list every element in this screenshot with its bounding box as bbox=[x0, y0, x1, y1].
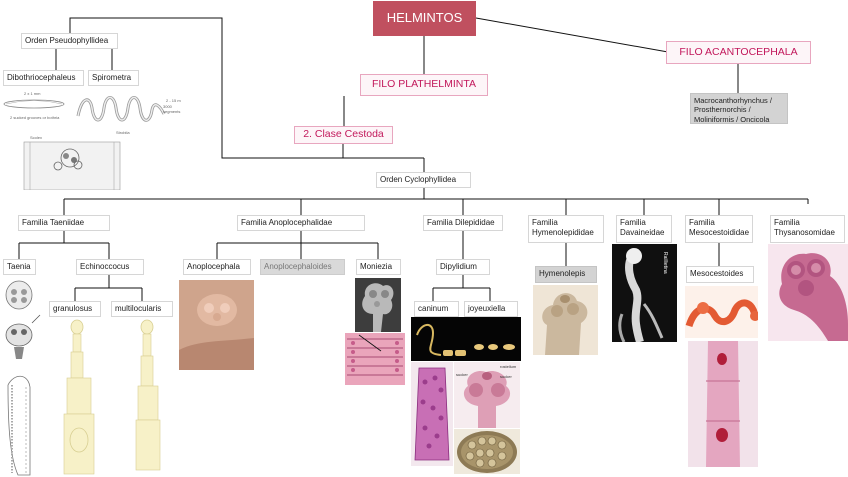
hymenolepis-photo bbox=[533, 285, 598, 355]
genus-dibothriocephaleus: Dibothriocephaleus bbox=[3, 70, 84, 86]
echinococcus-granulosus-image bbox=[58, 318, 108, 476]
echinococcus-multilocularis-image bbox=[130, 318, 172, 473]
familia-dilepididae: Familia Dilepididae bbox=[423, 215, 503, 231]
helmintos-title: HELMINTOS bbox=[373, 1, 476, 36]
fig-text-scolex: Scolex bbox=[30, 135, 43, 140]
fig-text-bothria: 2 sucked grooves or bothria bbox=[10, 115, 60, 120]
fig-text-strobila: Strobila bbox=[116, 130, 130, 135]
familia-mesocestoididae: Familia Mesocestoididae bbox=[685, 215, 753, 243]
genus-moniezia: Moniezia bbox=[356, 259, 401, 275]
anoplocephala-photo bbox=[179, 280, 254, 370]
genus-mesocestoides: Mesocestoides bbox=[686, 266, 754, 283]
familia-hymenolepididae: Familia Hymenolepididae bbox=[528, 215, 604, 243]
moniezia-scolex-photo bbox=[355, 278, 401, 332]
species-joyeuxiella: joyeuxiella bbox=[464, 301, 518, 317]
fig-text-size: 2 x 1 mm bbox=[24, 91, 41, 96]
fig-text-segments: 3000 segments bbox=[163, 104, 181, 114]
species-multilocularis: multilocularis bbox=[111, 301, 173, 317]
species-caninum: caninum bbox=[414, 301, 459, 317]
davainea-photo: Raillietina bbox=[612, 244, 677, 342]
familia-anoplocephalidae: Familia Anoplocephalidae bbox=[237, 215, 365, 231]
filo-platyhelminthes: FILO PLATHELMINTA bbox=[360, 74, 488, 96]
acanthocephala-genera: Macrocanthorhynchus / Prosthernorchis / … bbox=[690, 93, 788, 124]
dipylidium-proglottid-stain bbox=[411, 362, 453, 466]
genus-echinococcus: Echinoccocus bbox=[76, 259, 144, 275]
label-sucker-right: sucker bbox=[500, 374, 512, 379]
orden-cyclophyllidea: Orden Cyclophyllidea bbox=[376, 172, 471, 188]
familia-thysanosomidae: Familia Thysanosomidae bbox=[770, 215, 845, 243]
label-sucker-left: sucker bbox=[456, 372, 468, 377]
moniezia-proglottids-photo bbox=[345, 333, 405, 385]
genus-dipylidium: Dipylidium bbox=[436, 259, 490, 275]
genus-anoplocephaloides: Anoplocephaloides bbox=[260, 259, 345, 275]
dipylidium-worm-photo bbox=[411, 317, 521, 361]
genus-anoplocephala: Anoplocephala bbox=[183, 259, 251, 275]
dipylidium-scolex-stain: rostellum sucker sucker bbox=[454, 362, 520, 428]
label-rostellum: rostellum bbox=[500, 364, 517, 369]
filo-acanthocephala: FILO ACANTOCEPHALA bbox=[666, 41, 811, 64]
orden-pseudophyllidea: Orden Pseudophyllidea bbox=[21, 33, 118, 49]
label-raillietina: Raillietina bbox=[662, 252, 668, 274]
mesocestoides-photo bbox=[685, 286, 758, 338]
dipylidium-egg-packet bbox=[454, 429, 520, 474]
mesocestoides-proglottids-photo bbox=[688, 341, 758, 467]
genus-taenia: Taenia bbox=[3, 259, 36, 275]
genus-hymenolepis: Hymenolepis bbox=[535, 266, 597, 283]
species-granulosus: granulosus bbox=[49, 301, 101, 317]
thysanosoma-photo bbox=[768, 244, 848, 341]
familia-taeniidae: Familia Taeniidae bbox=[18, 215, 110, 231]
familia-davaineidae: Familia Davaineidae bbox=[616, 215, 672, 243]
pseudophyllidea-illustration: 2 x 1 mm 2 sucked grooves or bothria Sco… bbox=[0, 88, 184, 190]
taenia-scolex-drawing bbox=[0, 277, 42, 477]
fig-text-length: 2 - 15 m bbox=[166, 98, 181, 103]
genus-spirometra: Spirometra bbox=[88, 70, 139, 86]
clase-cestoda: 2. Clase Cestoda bbox=[294, 126, 393, 144]
